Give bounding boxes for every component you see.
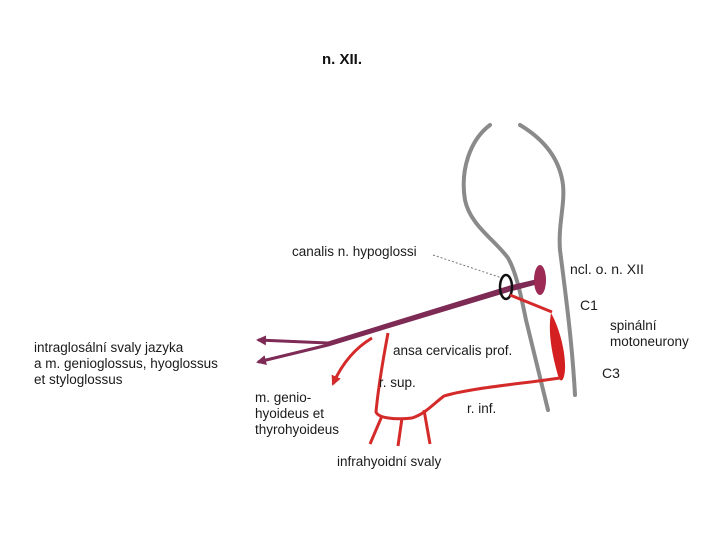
hypoglossal-nerve-upper-fiber xyxy=(256,278,541,346)
geniohyoid-branch xyxy=(331,336,373,386)
label-canalis: canalis n. hypoglossi xyxy=(292,244,417,259)
diagram-title: n. XII. xyxy=(322,51,363,68)
infrahyoid-branch-2 xyxy=(396,417,404,447)
ansa-superior-root xyxy=(374,332,561,421)
label-intra-line3: et styloglossus xyxy=(34,372,123,387)
infrahyoid-branch-3 xyxy=(422,409,432,445)
spinal-motoneurons xyxy=(549,313,566,381)
label-genio-line1: m. genio- xyxy=(255,390,312,405)
label-c1: C1 xyxy=(580,297,598,313)
c1-root-fiber xyxy=(509,293,553,314)
label-ansa: ansa cervicalis prof. xyxy=(393,343,513,358)
label-c3: C3 xyxy=(602,365,620,381)
label-genio-line2: hyoideus et xyxy=(255,406,325,421)
brainstem-outline-posterior xyxy=(518,123,577,397)
label-genio-line3: thyrohyoideus xyxy=(255,422,340,437)
label-intra-line1: intraglosální svaly jazyka xyxy=(34,340,184,355)
infrahyoid-branch-1 xyxy=(368,415,384,445)
label-infrahyoid: infrahyoidní svaly xyxy=(337,454,442,469)
nucleus-n-xii xyxy=(534,265,546,295)
canalis-hypoglossi-ring xyxy=(498,273,514,301)
label-rinf: r. inf. xyxy=(467,401,497,416)
label-ncl: ncl. o. n. XII xyxy=(570,261,644,277)
canalis-leader-line xyxy=(432,254,503,279)
label-rsup: r. sup. xyxy=(379,375,416,390)
label-intra-line2: a m. genioglossus, hyoglossus xyxy=(34,356,218,371)
brainstem-outline-anterior xyxy=(461,123,550,412)
label-spinalni-line1: spinální xyxy=(610,318,657,333)
label-spinalni-line2: motoneurony xyxy=(610,334,689,349)
hypoglossal-nerve-lower-fiber xyxy=(256,280,541,365)
